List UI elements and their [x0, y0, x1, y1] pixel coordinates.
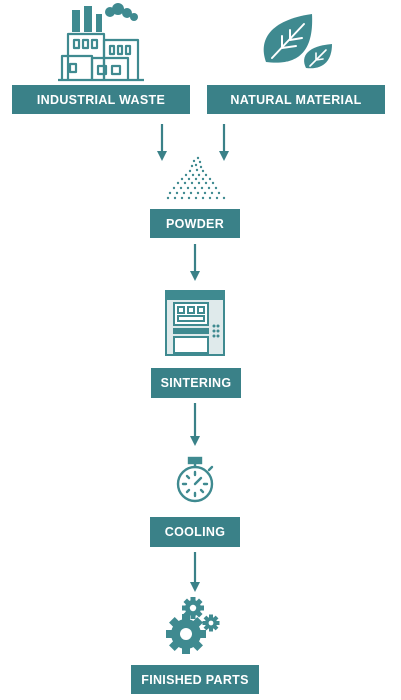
furnace-machine-icon — [165, 290, 225, 356]
node-sintering: SINTERING — [151, 368, 241, 398]
leaves-icon — [263, 14, 332, 69]
node-finished-parts: FINISHED PARTS — [131, 665, 259, 694]
powder-pile-icon — [166, 156, 226, 200]
node-industrial-waste: INDUSTRIAL WASTE — [12, 85, 190, 114]
node-natural-material: NATURAL MATERIAL — [207, 85, 385, 114]
stopwatch-icon — [176, 456, 214, 503]
factory-icon — [58, 3, 144, 82]
gears-icon — [166, 597, 220, 654]
node-powder: POWDER — [150, 209, 240, 238]
node-cooling: COOLING — [150, 517, 240, 547]
